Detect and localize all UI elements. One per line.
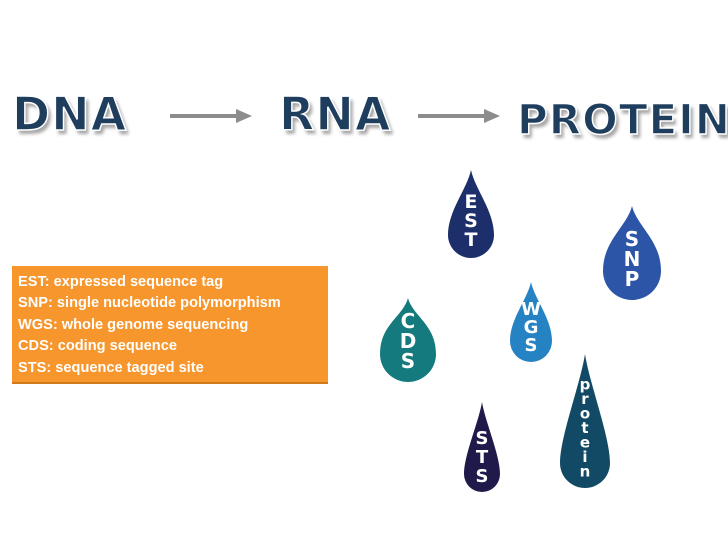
legend-item-snp: SNP: single nucleotide polymorphism [18, 295, 281, 312]
drop-letter: t [581, 419, 588, 437]
drop-letter: e [580, 433, 590, 451]
drop-shape [603, 206, 661, 300]
abbreviation-legend: EST: expressed sequence tag SNP: single … [12, 266, 328, 384]
drop-letter: W [521, 299, 541, 320]
legend-item-wgs: WGS: whole genome sequencing [18, 316, 249, 333]
drop-letter: S [401, 349, 415, 373]
drop-letter: C [401, 309, 416, 333]
protein-label: PROTEIN [516, 94, 728, 145]
drop-shape [464, 402, 500, 492]
arrow-dna-to-rna [170, 109, 252, 123]
drop-letter: G [524, 317, 539, 338]
drop-letter: D [400, 329, 417, 353]
drop-letter: S [525, 335, 538, 356]
drop-letter: p [580, 375, 591, 393]
drop-letter: i [582, 448, 587, 466]
rna-label: RNA [278, 86, 392, 142]
drop-letter: N [624, 247, 641, 271]
drop-shape [448, 170, 494, 258]
drop-letter: T [476, 447, 489, 468]
drop-letter: r [581, 390, 589, 408]
drop-letter: E [465, 191, 478, 213]
drop-shape [380, 298, 436, 382]
arrow-rna-to-protein [418, 109, 500, 123]
drop-letter: S [476, 428, 489, 449]
drop-letter: o [580, 404, 590, 422]
legend-item-cds: CDS: coding sequence [18, 338, 177, 355]
drop-letter: n [580, 462, 591, 480]
drop-letter: S [476, 466, 489, 487]
drop-shape [560, 354, 610, 488]
drop-letter: T [465, 229, 478, 251]
drop-letter: P [625, 267, 640, 291]
legend-item-sts: STS: sequence tagged site [18, 359, 204, 376]
dna-label: DNA [11, 86, 128, 142]
drop-letter: S [464, 210, 478, 232]
drop-shape [510, 282, 552, 362]
drop-letter: S [625, 227, 639, 251]
legend-item-est: EST: expressed sequence tag [18, 274, 224, 290]
